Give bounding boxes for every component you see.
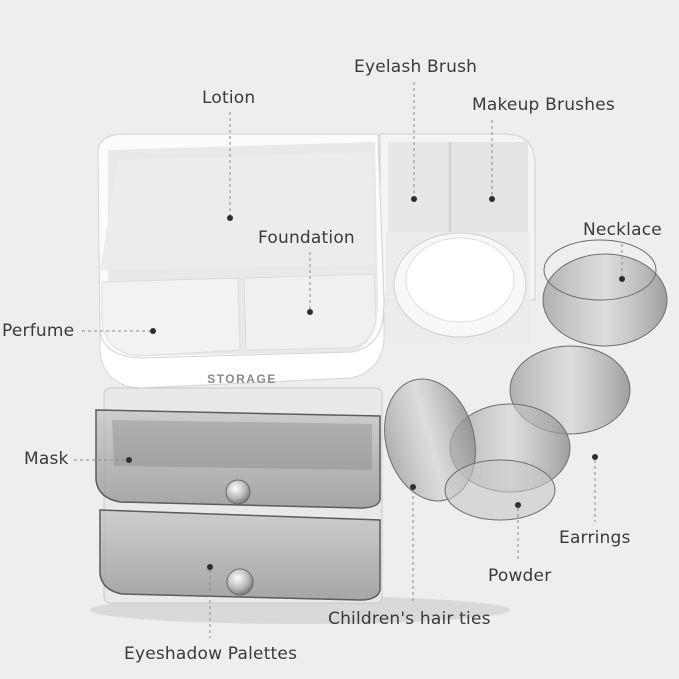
label-perfume: Perfume bbox=[2, 321, 75, 341]
label-childrens-hair-ties: Children's hair ties bbox=[328, 609, 491, 629]
lower-drawer-knob bbox=[226, 568, 254, 596]
label-makeup-brushes: Makeup Brushes bbox=[472, 95, 615, 115]
label-powder: Powder bbox=[488, 566, 552, 586]
swivel-cup bbox=[384, 378, 476, 502]
label-foundation: Foundation bbox=[258, 228, 355, 248]
marker-dot bbox=[307, 309, 313, 315]
label-necklace: Necklace bbox=[583, 220, 662, 240]
upper-drawer bbox=[95, 409, 381, 509]
marker-dot bbox=[126, 457, 132, 463]
marker-dot bbox=[150, 328, 156, 334]
marker-dot bbox=[411, 196, 417, 202]
label-mask: Mask bbox=[24, 449, 69, 469]
brush-slot bbox=[452, 142, 528, 232]
marker-dot bbox=[410, 484, 416, 490]
marker-dot bbox=[489, 196, 495, 202]
swivel-cup bbox=[542, 239, 668, 347]
lotion-compartment bbox=[100, 152, 374, 270]
marker-dot bbox=[619, 276, 625, 282]
label-eyelash-brush: Eyelash Brush bbox=[354, 57, 478, 77]
tray-front-rim bbox=[99, 311, 385, 389]
label-earrings: Earrings bbox=[559, 528, 631, 548]
marker-dot bbox=[592, 454, 598, 460]
perfume-compartment bbox=[101, 277, 241, 357]
lower-drawer bbox=[99, 509, 381, 601]
brush-slot bbox=[388, 142, 448, 232]
label-eyeshadow-palettes: Eyeshadow Palettes bbox=[124, 644, 298, 664]
marker-dot bbox=[227, 215, 233, 221]
marker-dot bbox=[515, 502, 521, 508]
marker-dot bbox=[207, 564, 213, 570]
swivel-cup-base bbox=[444, 459, 556, 521]
brand-logo: STORAGE bbox=[207, 372, 277, 386]
label-lotion: Lotion bbox=[202, 88, 256, 108]
upper-drawer-knob bbox=[225, 479, 251, 505]
